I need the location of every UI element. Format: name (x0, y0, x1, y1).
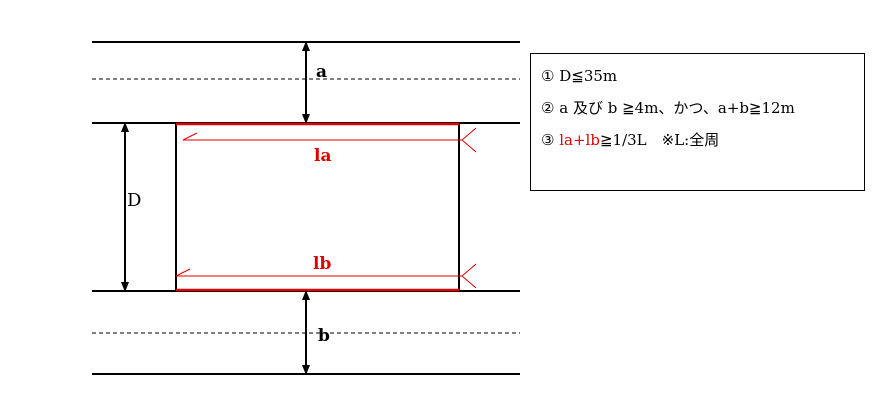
condition-1: ① D≦35m (541, 64, 864, 96)
conditions-box: ① D≦35m ② a 及び b ≧4m、かつ、a+b≧12m ③ la+lb≧… (530, 53, 865, 191)
la-dimension (182, 127, 477, 153)
condition-2-text: a 及び b ≧4m、かつ、a+b≧12m (559, 99, 795, 117)
label-b: b (318, 326, 330, 346)
lb-dimension (175, 263, 477, 289)
condition-2-number: ② (541, 99, 555, 117)
label-a: a (316, 62, 327, 82)
condition-1-number: ① (541, 67, 555, 85)
label-lb: lb (313, 254, 331, 274)
condition-3-text: ≧1/3L ※L:全周 (599, 131, 720, 149)
condition-3-number: ③ (541, 131, 555, 149)
label-d: D (127, 190, 141, 211)
condition-3: ③ la+lb≧1/3L ※L:全周 (541, 128, 864, 160)
condition-2: ② a 及び b ≧4m、かつ、a+b≧12m (541, 96, 864, 128)
condition-3-red-text: la+lb (559, 131, 600, 149)
condition-1-text: D≦35m (559, 67, 618, 85)
label-la: la (314, 146, 331, 166)
